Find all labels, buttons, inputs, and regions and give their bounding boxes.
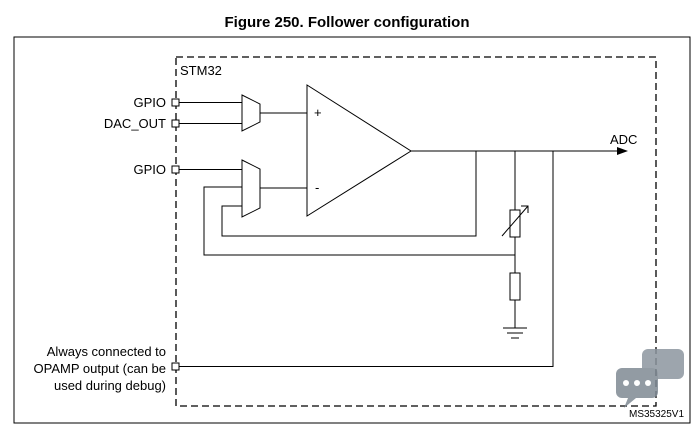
mux-top — [241, 94, 261, 132]
wire-debug-output — [179, 151, 554, 367]
adc-label: ADC — [610, 132, 637, 147]
fixed-resistor — [509, 272, 521, 301]
figure-frame — [13, 36, 691, 424]
debug-label-line-3: used during debug) — [54, 378, 166, 393]
pin-debug — [171, 362, 180, 371]
feedback-direct — [221, 151, 477, 237]
pin-gpio-top — [171, 98, 180, 107]
debug-label-line-1: Always connected to — [47, 344, 166, 359]
mux-bottom — [241, 159, 261, 218]
figure-title: Figure 250. Follower configuration — [224, 14, 470, 31]
gpio-top-label: GPIO — [133, 95, 166, 110]
debug-label-line-2: OPAMP output (can be — [34, 361, 166, 376]
variable-resistor — [509, 209, 521, 238]
opamp-plus-label: + — [314, 105, 322, 120]
pin-dac-out — [171, 119, 180, 128]
variable-resistor-arrow — [501, 205, 529, 237]
opamp-triangle — [306, 84, 412, 217]
ground-icon — [503, 327, 527, 339]
pin-gpio-bottom — [171, 165, 180, 174]
opamp-minus-label: - — [315, 180, 319, 195]
adc-arrow-icon — [617, 147, 628, 155]
figure-id: MS35325V1 — [629, 409, 684, 420]
variable-resistor-arrow-tip — [521, 205, 529, 213]
stm32-boundary — [175, 56, 657, 407]
feedback-divider — [203, 186, 515, 256]
stm32-label: STM32 — [180, 63, 222, 78]
gpio-bottom-label: GPIO — [133, 162, 166, 177]
dac-out-label: DAC_OUT — [104, 116, 166, 131]
chat-bubble-watermark-icon — [616, 349, 684, 408]
